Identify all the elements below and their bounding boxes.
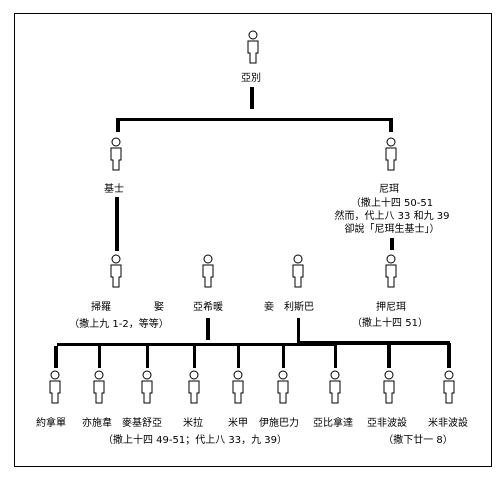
person-label-malchishua: 麥基舒亞: [122, 418, 162, 429]
person-icon: [232, 370, 244, 404]
person-label-merab: 米拉: [183, 418, 203, 429]
ner-note-line: 卻說「尼珥生基士」）: [344, 224, 440, 235]
person-icon: [443, 370, 455, 404]
person-icon: [93, 370, 105, 404]
ner-note: （撒上十四 50-51 然而，代上八 33 和九 39 卻說「尼珥生基士」）: [322, 197, 462, 236]
person-icon: [247, 30, 259, 64]
person-icon: [385, 137, 397, 171]
person-icon: [202, 254, 214, 288]
ner-note-line: 然而，代上八 33 和九 39: [334, 211, 450, 222]
person-label-saul: 掃羅: [91, 302, 111, 313]
person-label-abinadab: 亞比拿達: [313, 418, 353, 429]
person-icon: [49, 370, 61, 404]
person-label-ahinoam: 亞希暖: [193, 302, 223, 313]
person-label-eshbaal: 伊施巴力: [259, 418, 299, 429]
person-icon: [385, 254, 397, 288]
person-label-armoni: 亞非波設: [367, 418, 407, 429]
person-label-ishvi: 亦施韋: [82, 418, 112, 429]
person-label-kish: 基士: [104, 184, 124, 195]
person-icon: [292, 254, 304, 288]
relation-married: 娶: [154, 302, 164, 313]
person-icon: [110, 137, 122, 171]
saul-note: （撒上九 1-2，等等）: [69, 319, 169, 330]
person-icon: [383, 370, 395, 404]
sons-note: （撒下廿一 8）: [383, 435, 453, 446]
person-label-abner: 押尼珥: [376, 302, 406, 313]
person-icon: [110, 254, 122, 288]
abner-note: （撒上十四 51）: [352, 318, 428, 329]
person-label-mephibosheth: 米非波設: [428, 418, 468, 429]
person-label-jonathan: 約拿單: [36, 418, 66, 429]
person-label-rizpah: 利斯巴: [284, 302, 314, 313]
person-icon: [277, 370, 289, 404]
diagram-frame: [14, 13, 492, 467]
person-label-michal: 米甲: [228, 418, 248, 429]
ner-note-line: （撒上十四 50-51: [350, 198, 434, 209]
children-note: （撒上十四 49-51；代上八 33，九 39）: [102, 435, 288, 446]
person-icon: [329, 370, 341, 404]
person-label-ner: 尼珥: [379, 184, 399, 195]
person-icon: [188, 370, 200, 404]
person-icon: [141, 370, 153, 404]
person-label-abiel: 亞別: [241, 73, 261, 84]
relation-concubine: 妾: [264, 302, 274, 313]
